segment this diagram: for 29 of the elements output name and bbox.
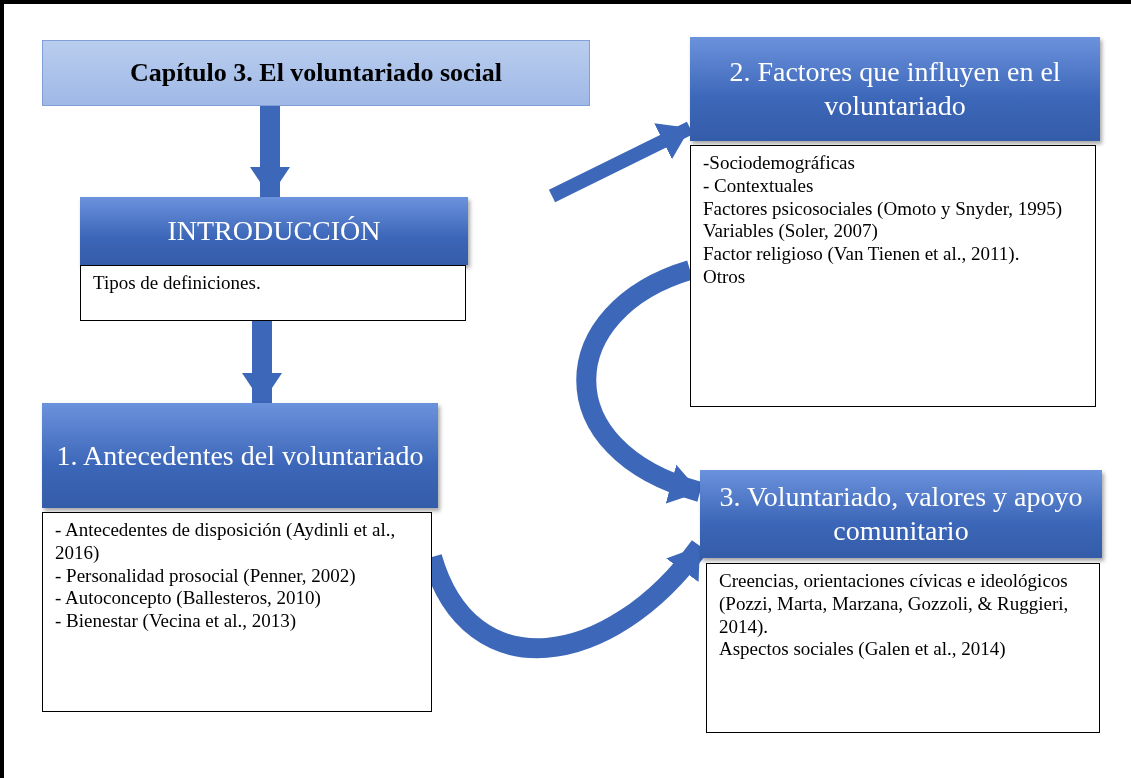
- content-box: [690, 145, 1096, 407]
- list-item: - Antecedentes de disposición (Aydinli et al., 2016): [55, 519, 397, 565]
- list-item: Variables (Soler, 2007): [703, 220, 879, 244]
- section-header-box: [690, 37, 1100, 141]
- list-item: - Personalidad prosocial (Penner, 2002): [55, 564, 357, 588]
- header-text: 1. Antecedentes del voluntariado: [56, 438, 424, 473]
- list-item: - Autoconcepto (Ballesteros, 2010): [55, 587, 322, 611]
- list-item: Otros: [703, 266, 747, 289]
- title-text: Capítulo 3. El voluntariado social: [130, 58, 502, 88]
- content-box: [80, 265, 466, 321]
- content-box: [42, 512, 432, 712]
- list-item: Aspectos sociales (Galen et al., 2014): [719, 638, 1007, 662]
- content-box: [706, 563, 1100, 733]
- section-header-box: [80, 197, 468, 265]
- list-item: Tipos de definiciones.: [93, 272, 262, 295]
- section-header-box: [42, 403, 438, 508]
- section-header-box: [700, 470, 1102, 558]
- arrow: [242, 321, 282, 403]
- header-text: INTRODUCCIÓN: [167, 214, 381, 248]
- list-item: - Bienestar (Vecina et al., 2013): [55, 610, 298, 633]
- header-text: 2. Factores que influyen en el voluntariado: [728, 55, 1062, 123]
- arrow: [250, 106, 290, 197]
- list-item: Creencias, orientaciones cívicas e ideológicos (Pozzi, Marta, Marzana, Gozzoli, & Ruggieri, 2014).: [719, 570, 1070, 639]
- list-item: - Contextuales: [703, 174, 815, 198]
- title-box: [42, 40, 590, 106]
- list-item: Factores psicosociales (Omoto y Snyder, 1995): [703, 197, 1064, 221]
- header-text: 3. Voluntariado, valores y apoyo comunitario: [718, 480, 1084, 548]
- list-item: -Sociodemográficas: [703, 152, 856, 175]
- list-item: Factor religioso (Van Tienen et al., 2011).: [703, 243, 1021, 266]
